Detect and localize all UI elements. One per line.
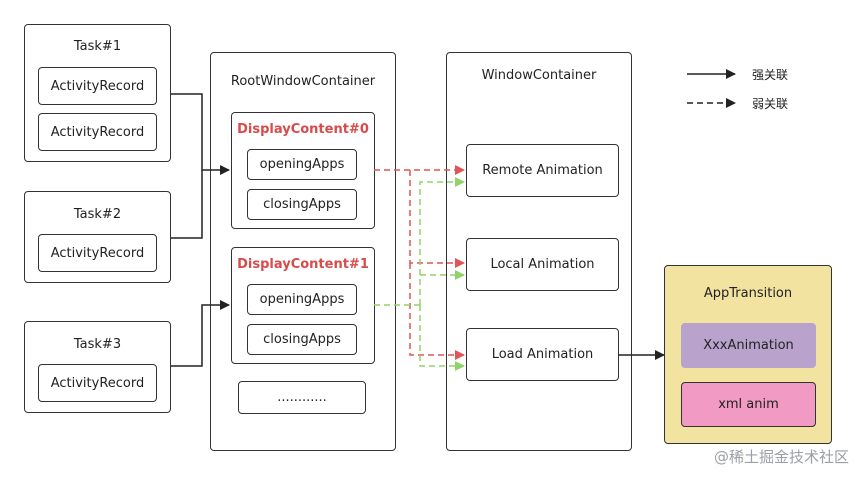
display-content-1-title: DisplayContent#1 — [237, 257, 369, 272]
app-transition-container: AppTransition XxxAnimation xml anim — [664, 265, 832, 444]
display-content-1: DisplayContent#1 openingApps closingApps — [231, 247, 375, 364]
root-window-container-title: RootWindowContainer — [230, 74, 376, 89]
task-3-activity-record: ActivityRecord — [38, 364, 157, 402]
legend-weak-label: 弱关联 — [752, 97, 789, 111]
activity-record-label: ActivityRecord — [50, 78, 145, 94]
xml-anim-box: xml anim — [681, 382, 816, 427]
task-1-container: Task#1 ActivityRecord ActivityRecord — [24, 24, 171, 162]
task-2-container: Task#2 ActivityRecord — [24, 191, 171, 283]
task-1-activity-record-1: ActivityRecord — [38, 67, 157, 105]
more-displays-ellipsis: ............ — [238, 381, 366, 414]
closing-apps-label: closingApps — [263, 332, 341, 347]
local-animation-label: Local Animation — [490, 257, 595, 272]
display0-to-local-weak-link — [409, 170, 465, 268]
opening-apps-label: openingApps — [259, 157, 345, 172]
ellipsis-label: ............ — [277, 390, 327, 405]
task3-to-display1-link — [171, 300, 230, 367]
task-1-activity-record-2: ActivityRecord — [38, 113, 157, 151]
display-0-closing-apps: closingApps — [247, 189, 357, 220]
activity-record-label: ActivityRecord — [50, 375, 145, 391]
display0-to-load-weak-link — [409, 263, 465, 360]
opening-apps-label: openingApps — [259, 292, 345, 307]
display-content-0-title: DisplayContent#0 — [237, 122, 369, 137]
window-container-title: WindowContainer — [481, 68, 597, 83]
task-1-title: Task#1 — [73, 39, 122, 54]
legend-strong-label: 强关联 — [752, 68, 789, 82]
xxx-animation-label: XxxAnimation — [703, 338, 794, 353]
load-animation-label: Load Animation — [491, 347, 594, 362]
display1-to-remote-weak-link — [419, 177, 465, 305]
xml-anim-label: xml anim — [718, 397, 779, 412]
task2-to-display0-link — [171, 170, 203, 239]
local-animation-box: Local Animation — [466, 238, 619, 291]
remote-animation-box: Remote Animation — [466, 144, 619, 197]
activity-record-label: ActivityRecord — [50, 245, 145, 261]
closing-apps-label: closingApps — [263, 197, 341, 212]
task1-to-display0-link — [171, 93, 230, 175]
display-1-opening-apps: openingApps — [247, 284, 357, 315]
window-container: WindowContainer Remote Animation Local A… — [446, 52, 632, 451]
app-transition-title: AppTransition — [703, 286, 793, 301]
task-2-title: Task#2 — [73, 207, 122, 222]
load-animation-box: Load Animation — [466, 328, 619, 381]
task-3-title: Task#3 — [73, 337, 122, 352]
display-0-opening-apps: openingApps — [247, 149, 357, 180]
watermark: @稀土掘金技术社区 — [713, 448, 849, 466]
display-content-0: DisplayContent#0 openingApps closingApps — [231, 112, 375, 229]
display1-to-load-weak-link — [419, 305, 465, 371]
task-2-activity-record: ActivityRecord — [38, 234, 157, 272]
remote-animation-label: Remote Animation — [482, 163, 603, 178]
task-3-container: Task#3 ActivityRecord — [24, 321, 171, 413]
root-window-container: RootWindowContainer DisplayContent#0 ope… — [210, 52, 396, 451]
activity-record-label: ActivityRecord — [50, 124, 145, 140]
xxx-animation-box: XxxAnimation — [681, 323, 816, 368]
display-1-closing-apps: closingApps — [247, 324, 357, 355]
